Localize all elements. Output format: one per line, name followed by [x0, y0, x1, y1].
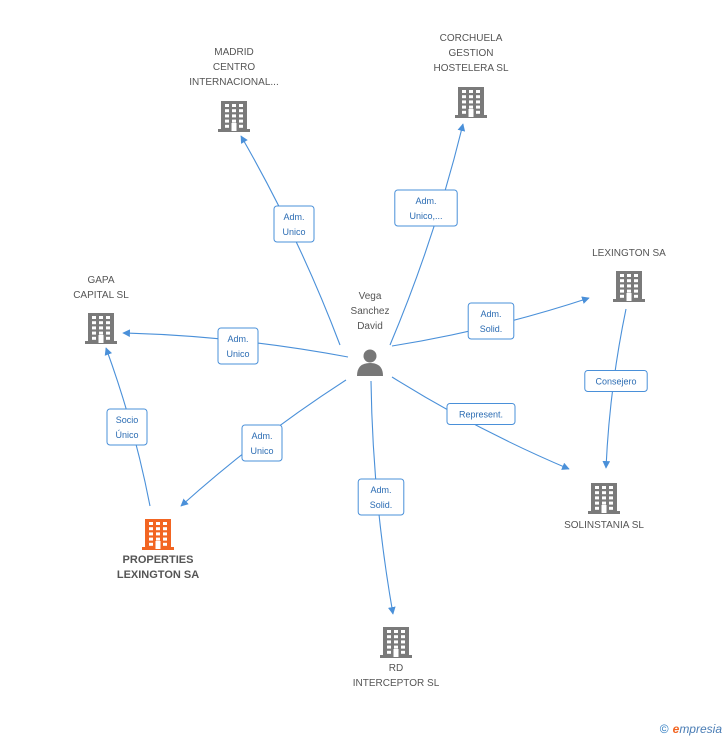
edge-label-box [446, 403, 516, 425]
edge-label-person-madrid[interactable]: Adm. Unico [273, 205, 315, 243]
edge-label-text: Adm. [251, 431, 272, 441]
node-madrid[interactable]: MADRID CENTRO INTERNACIONAL... [189, 47, 279, 132]
edge-label-box [357, 478, 405, 516]
building-icon[interactable] [142, 519, 174, 550]
node-label-corchuela: CORCHUELA [440, 33, 503, 44]
brand-logo-initial: e [672, 722, 680, 736]
edge-label-box [106, 408, 148, 446]
edge-label-box [217, 327, 259, 365]
node-gapa[interactable]: GAPA CAPITAL SL [73, 275, 129, 344]
edge-label-text: Único [115, 430, 138, 440]
building-icon[interactable] [380, 627, 412, 658]
building-icon[interactable] [85, 313, 117, 344]
edge-label-text: Solid. [480, 324, 503, 334]
node-label-rd: INTERCEPTOR SL [353, 678, 440, 689]
edge-label-text: Unico [250, 446, 273, 456]
edge-label-text: Unico [226, 349, 249, 359]
edge-label-lexington-solinstania[interactable]: Consejero [584, 370, 648, 392]
edge-label-text: Adm. [227, 334, 248, 344]
edge-label-text: Adm. [480, 309, 501, 319]
edge-label-box [273, 205, 315, 243]
node-label-properties: LEXINGTON SA [117, 569, 199, 581]
edge-label-person-corchuela[interactable]: Adm. Unico,... [394, 189, 458, 227]
node-label-madrid: CENTRO [213, 62, 255, 73]
node-corchuela[interactable]: CORCHUELA GESTION HOSTELERA SL [433, 33, 509, 118]
edge-label-person-rd[interactable]: Adm. Solid. [357, 478, 405, 516]
node-label-solinstania: SOLINSTANIA SL [564, 520, 644, 531]
edge-label-text: Represent. [459, 409, 503, 419]
edge-label-text: Solid. [370, 500, 393, 510]
node-rd[interactable]: RD INTERCEPTOR SL [353, 627, 440, 689]
edge-label-person-properties[interactable]: Adm. Unico [241, 424, 283, 462]
person-icon[interactable] [357, 349, 383, 377]
edge-label-box [394, 189, 458, 227]
edge-label-text: Socio [116, 415, 139, 425]
node-lexington[interactable]: LEXINGTON SA [592, 248, 666, 302]
node-label-gapa: GAPA [87, 275, 114, 286]
edge-line-person-solinstania [391, 376, 570, 470]
node-label-rd: RD [389, 663, 403, 674]
node-label-person: Vega [359, 291, 382, 302]
edge-label-box [241, 424, 283, 462]
edge-label-box [584, 370, 648, 392]
node-solinstania[interactable]: SOLINSTANIA SL [564, 483, 644, 531]
edge-line-person-corchuela [389, 123, 466, 346]
building-icon[interactable] [455, 87, 487, 118]
node-label-corchuela: HOSTELERA SL [433, 63, 508, 74]
edge-label-text: Adm. [283, 212, 304, 222]
building-icon[interactable] [588, 483, 620, 514]
node-label-gapa: CAPITAL SL [73, 290, 129, 301]
building-icon[interactable] [613, 271, 645, 302]
footer-brand: ©empresia [660, 722, 722, 736]
edge-label-box [467, 302, 515, 340]
node-label-corchuela: GESTION [448, 48, 493, 59]
node-label-madrid: INTERNACIONAL... [189, 77, 278, 88]
edge-label-text: Adm. [370, 485, 391, 495]
edge-label-text: Adm. [415, 196, 436, 206]
building-icon[interactable] [218, 101, 250, 132]
brand-logo-text: mpresia [679, 722, 722, 736]
node-label-properties: PROPERTIES [123, 554, 194, 566]
edge-label-person-gapa[interactable]: Adm. Unico [217, 327, 259, 365]
node-label-person: David [357, 321, 383, 332]
node-label-lexington: LEXINGTON SA [592, 248, 666, 259]
edge-label-text: Unico,... [409, 211, 442, 221]
node-properties[interactable]: PROPERTIES LEXINGTON SA [117, 519, 199, 581]
edge-labels-layer: Adm.UnicoAdm.Unico,...Adm.Solid.Adm.Unic… [106, 189, 648, 516]
edge-label-text: Unico [282, 227, 305, 237]
copyright-symbol: © [659, 722, 669, 736]
edge-label-person-lexington[interactable]: Adm. Solid. [467, 302, 515, 340]
edge-label-text: Consejero [595, 376, 636, 386]
node-label-person: Sanchez [351, 306, 390, 317]
node-label-madrid: MADRID [214, 47, 253, 58]
edge-label-person-solinstania[interactable]: Represent. [446, 403, 516, 425]
